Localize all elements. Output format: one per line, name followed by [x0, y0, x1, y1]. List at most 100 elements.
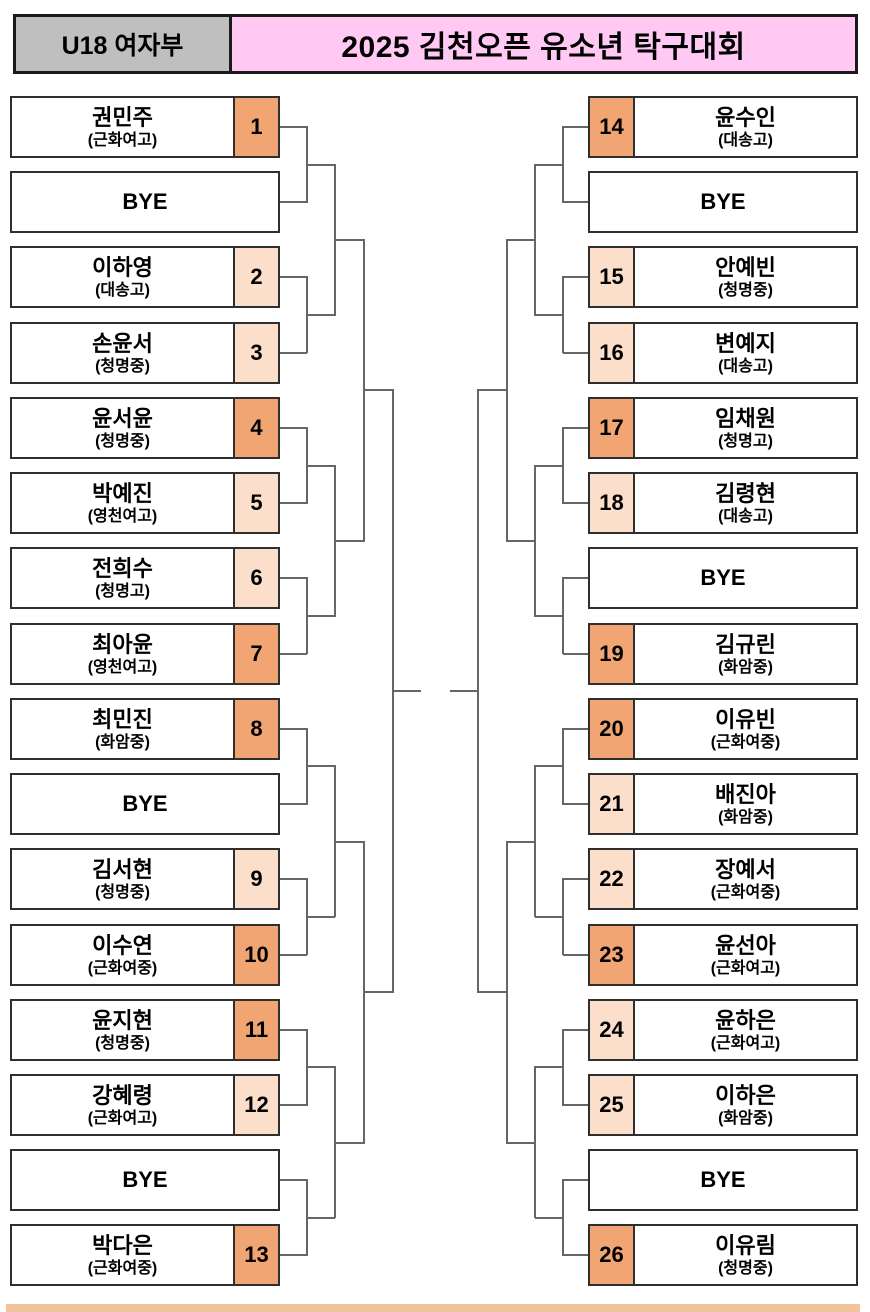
connector-line: [535, 314, 563, 316]
player-name-cell: 윤서윤(청명중): [12, 399, 233, 457]
player-name: 전희수: [92, 555, 153, 581]
player-name-cell: 이유림(청명중): [635, 1226, 856, 1284]
seed-number-cell: 13: [233, 1226, 278, 1284]
connector-line: [563, 126, 588, 128]
next-section-strip: [6, 1304, 860, 1312]
connector-line: [535, 465, 563, 467]
connector-line: [562, 1029, 564, 1106]
connector-line: [307, 765, 335, 767]
connector-line: [280, 1179, 307, 1181]
player-school: (청명고): [718, 432, 773, 450]
player-name: 박예진: [92, 480, 153, 506]
bye-label: BYE: [122, 189, 168, 214]
connector-line: [535, 1217, 563, 1219]
connector-line: [280, 427, 307, 429]
seed-number-cell: 26: [590, 1226, 635, 1284]
player-name-cell: 장예서(근화여중): [635, 850, 856, 908]
seed-number-cell: 1: [233, 98, 278, 156]
connector-line: [562, 728, 564, 805]
player-name-cell: 손윤서(청명중): [12, 324, 233, 382]
player-school: (화암중): [718, 658, 773, 676]
player-name-cell: 배진아(화암중): [635, 775, 856, 833]
seed-number-cell: 15: [590, 248, 635, 306]
player-name: 윤수인: [715, 104, 776, 130]
player-slot: 박다은(근화여중)13: [10, 1224, 280, 1286]
player-name-cell: 최아윤(영천여고): [12, 625, 233, 683]
connector-line: [507, 841, 535, 843]
player-name: 김서현: [92, 856, 153, 882]
seed-number-cell: 5: [233, 474, 278, 532]
connector-line: [563, 954, 588, 956]
connector-line: [563, 577, 588, 579]
player-name: 임채원: [715, 405, 776, 431]
connector-line: [563, 276, 588, 278]
bye-slot: BYE: [10, 773, 280, 835]
player-school: (영천여고): [87, 507, 158, 525]
connector-line: [307, 1217, 335, 1219]
player-name-cell: 김령현(대송고): [635, 474, 856, 532]
connector-line: [563, 1029, 588, 1031]
seed-number-cell: 18: [590, 474, 635, 532]
player-name: 최아윤: [92, 631, 153, 657]
bye-slot: BYE: [10, 1149, 280, 1211]
seed-number-cell: 14: [590, 98, 635, 156]
connector-line: [563, 1104, 588, 1106]
player-slot: 손윤서(청명중)3: [10, 322, 280, 384]
player-name-cell: 이유빈(근화여중): [635, 700, 856, 758]
connector-line: [307, 1066, 335, 1068]
player-name-cell: 변예지(대송고): [635, 324, 856, 382]
connector-line: [534, 1066, 536, 1218]
seed-number-cell: 22: [590, 850, 635, 908]
player-name: 박다은: [92, 1232, 153, 1258]
connector-line: [335, 1142, 364, 1144]
seed-number-cell: 6: [233, 549, 278, 607]
bye-slot: BYE: [588, 1149, 858, 1211]
connector-line: [280, 502, 307, 504]
player-school: (화암중): [95, 733, 150, 751]
player-name: 장예서: [715, 856, 776, 882]
connector-line: [563, 502, 588, 504]
connector-line: [280, 803, 307, 805]
connector-line: [562, 126, 564, 203]
player-school: (대송고): [718, 131, 773, 149]
connector-line: [562, 1179, 564, 1256]
player-name-cell: 윤지현(청명중): [12, 1001, 233, 1059]
connector-line: [563, 728, 588, 730]
bye-label: BYE: [700, 565, 746, 590]
connector-line: [393, 690, 421, 692]
player-name-cell: 강혜령(근화여고): [12, 1076, 233, 1134]
player-name-cell: 이수연(근화여중): [12, 926, 233, 984]
connector-line: [335, 841, 364, 843]
player-slot: 윤서윤(청명중)4: [10, 397, 280, 459]
connector-line: [280, 126, 307, 128]
seed-number-cell: 2: [233, 248, 278, 306]
connector-line: [562, 427, 564, 504]
connector-line: [450, 690, 478, 692]
seed-number-cell: 7: [233, 625, 278, 683]
connector-line: [562, 276, 564, 353]
connector-line: [280, 728, 307, 730]
connector-line: [507, 1142, 535, 1144]
player-name-cell: 임채원(청명고): [635, 399, 856, 457]
seed-number-cell: 8: [233, 700, 278, 758]
connector-line: [507, 239, 535, 241]
connector-line: [563, 653, 588, 655]
bye-label: BYE: [700, 1167, 746, 1192]
player-name-cell: 이하은(화암중): [635, 1076, 856, 1134]
connector-line: [535, 615, 563, 617]
player-name-cell: 이하영(대송고): [12, 248, 233, 306]
connector-line: [280, 1029, 307, 1031]
player-name: 권민주: [92, 104, 153, 130]
player-school: (근화여고): [710, 959, 781, 977]
connector-line: [307, 314, 335, 316]
player-name: 안예빈: [715, 254, 776, 280]
connector-line: [562, 577, 564, 654]
player-school: (근화여중): [710, 883, 781, 901]
player-school: (청명중): [95, 1034, 150, 1052]
connector-line: [506, 841, 508, 1144]
